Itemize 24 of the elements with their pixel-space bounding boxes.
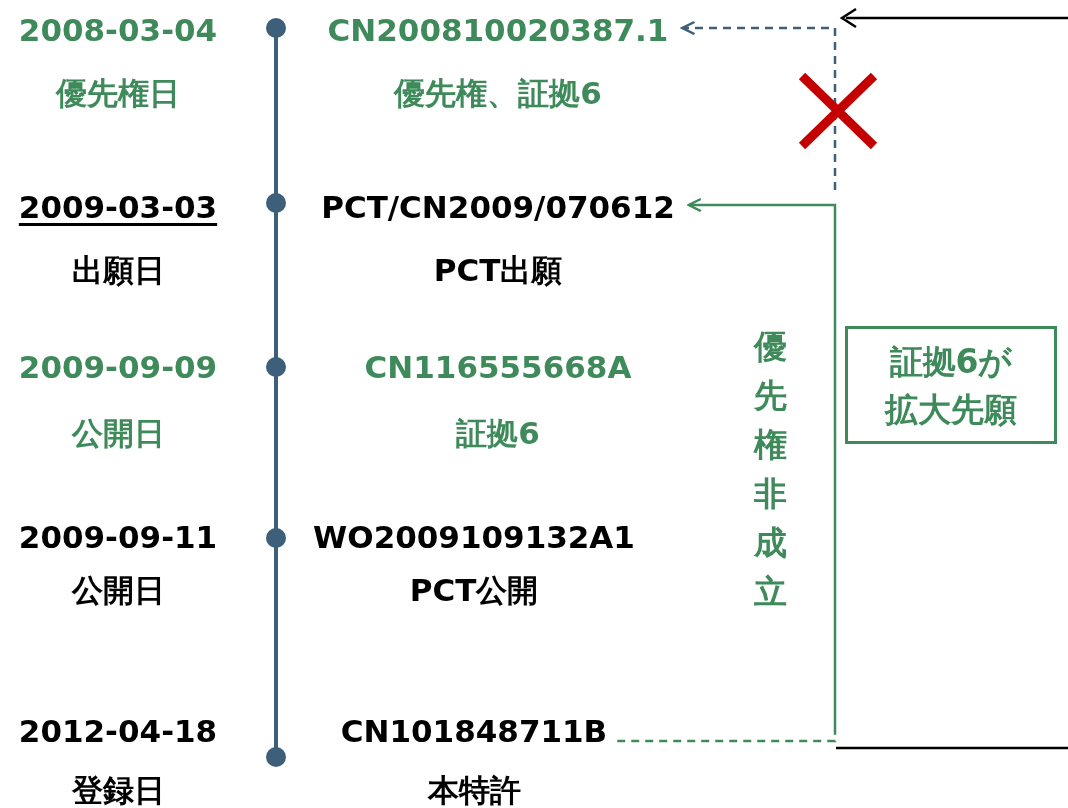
arrow [617, 197, 837, 743]
document-number: CN101848711B [339, 712, 609, 751]
date-text: 2009-09-09 [17, 348, 219, 387]
document-number: CN200810020387.1 [326, 11, 670, 50]
document-label: 証拠6 [455, 414, 541, 453]
date-text: 2009-03-03 [17, 188, 219, 227]
document-number: CN116555668A [363, 348, 633, 387]
arrow [681, 20, 837, 190]
date-text: 2012-04-18 [17, 712, 219, 751]
document-label: 本特許 [426, 771, 522, 808]
event-label: 公開日 [70, 414, 166, 453]
date-text: 2009-09-11 [17, 518, 219, 557]
document-number: PCT/CN2009/070612 [320, 188, 676, 227]
document-label: 優先権、証拠6 [392, 74, 603, 113]
event-label: 登録日 [70, 771, 166, 808]
document-label: PCT出願 [432, 251, 564, 290]
event-label: 公開日 [70, 571, 166, 610]
vertical-note: 優先権非成立 [752, 326, 788, 613]
document-number: WO2009109132A1 [312, 518, 636, 557]
conclusion-box: 証拠6が拡大先願 [845, 326, 1057, 444]
date-text: 2008-03-04 [17, 11, 219, 50]
event-label: 優先権日 [54, 74, 181, 113]
document-label: PCT公開 [408, 571, 540, 610]
event-label: 出願日 [70, 251, 166, 290]
